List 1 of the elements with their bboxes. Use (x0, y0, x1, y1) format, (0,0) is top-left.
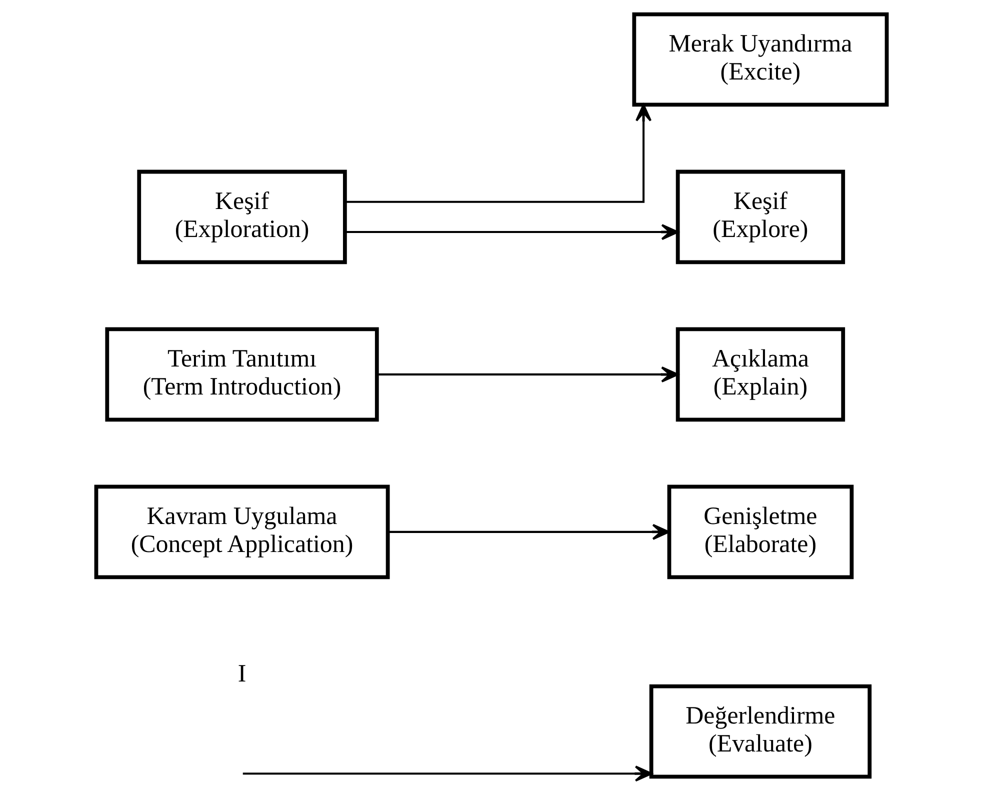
label: I (237, 660, 246, 688)
